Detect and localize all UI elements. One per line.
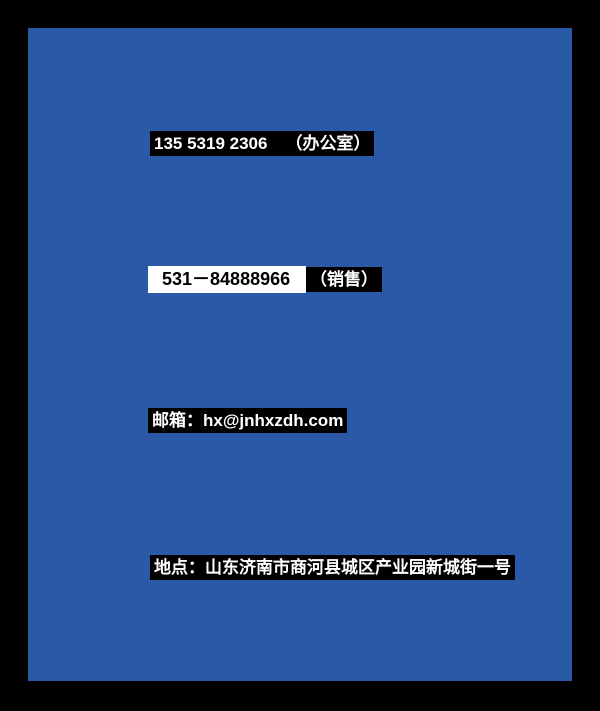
office-phone-line: 135 5319 2306 （办公室） — [150, 131, 375, 156]
sales-phone-line: 531－84888966（销售） — [148, 266, 382, 293]
email-text: 邮箱：hx@jnhxzdh.com — [148, 408, 348, 433]
content-page: 135 5319 2306 （办公室） 531－84888966（销售） 邮箱：h… — [28, 28, 572, 681]
sales-phone-label: （销售） — [306, 267, 382, 292]
office-phone-number: 135 5319 2306 — [154, 134, 268, 153]
sales-phone-box: 531－84888966 — [148, 266, 306, 293]
address-text: 地点：山东济南市商河县城区产业园新城街一号 — [150, 555, 515, 580]
email-line: 邮箱：hx@jnhxzdh.com — [148, 408, 348, 433]
address-line: 地点：山东济南市商河县城区产业园新城街一号 — [150, 555, 515, 580]
office-phone-label: （办公室） — [285, 134, 371, 153]
